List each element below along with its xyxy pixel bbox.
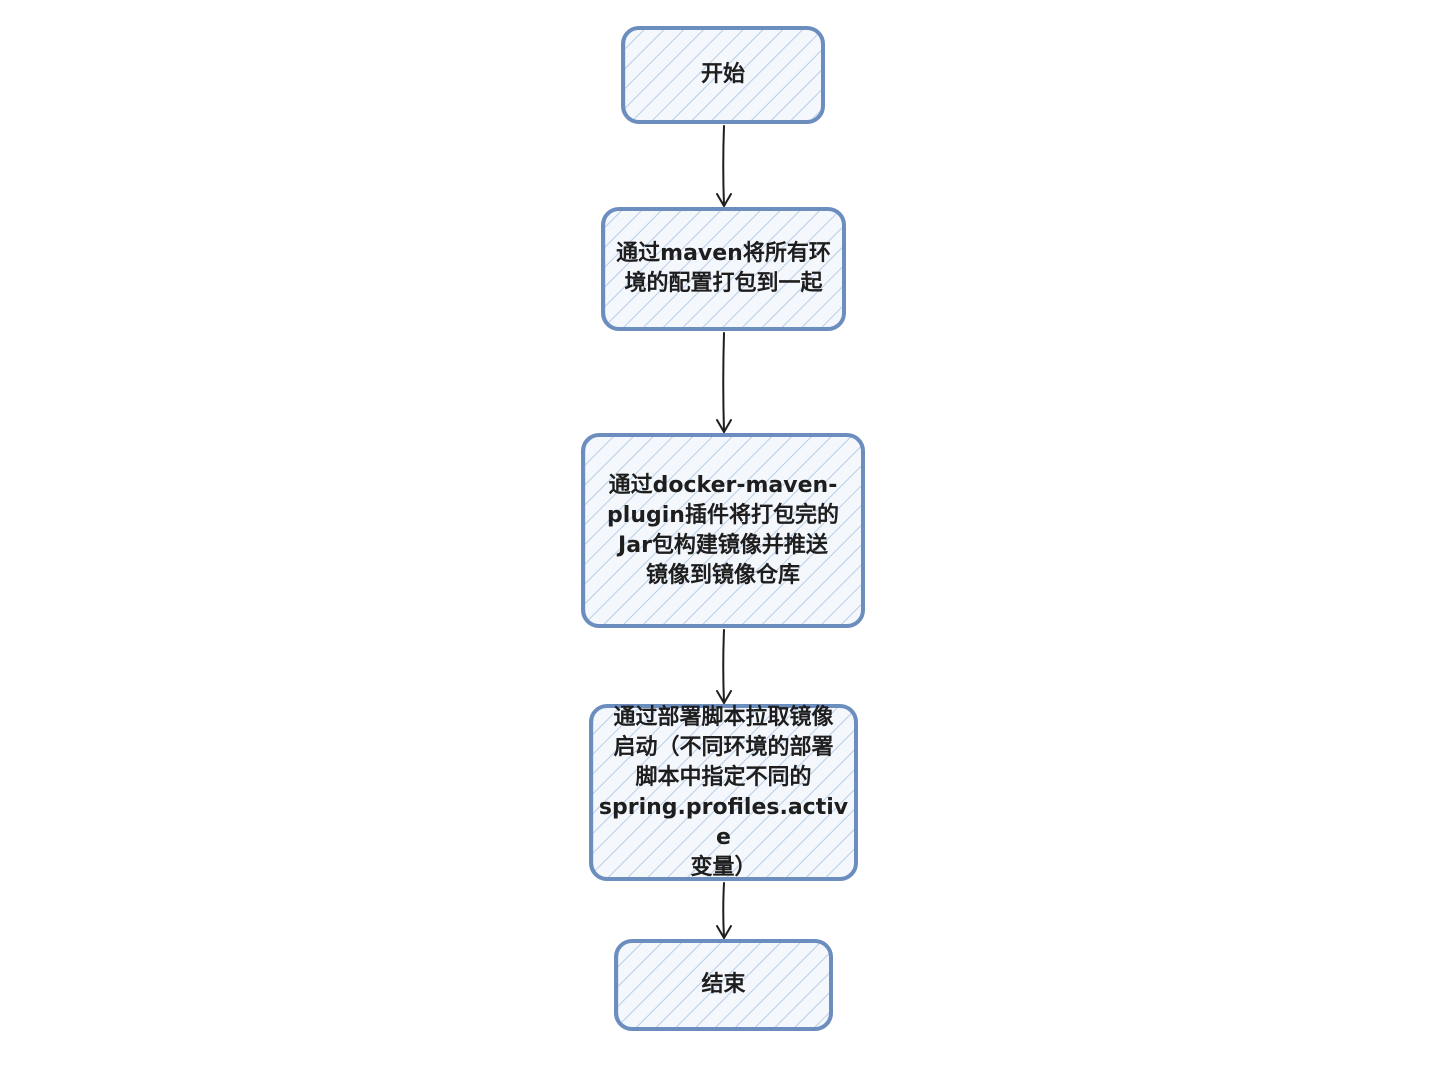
flow-arrow-deploy-to-end: [716, 882, 732, 939]
flow-node-package: [601, 207, 846, 331]
flow-node-text-line: 镜像到镜像仓库: [645, 562, 800, 588]
flow-node-text-line: 结束: [701, 972, 746, 997]
flow-node-outline: [603, 207, 845, 331]
flow-arrow-line: [722, 629, 725, 704]
flow-arrow-head: [716, 690, 732, 704]
flow-node-text-line: 开始: [700, 62, 745, 87]
flow-node-text-line: 脚本中指定不同的: [635, 764, 812, 790]
flow-node-label-deploy: 通过部署脚本拉取镜像启动（不同环境的部署脚本中指定不同的 spring.profi…: [591, 704, 856, 880]
flow-node-outline: [583, 433, 864, 628]
flow-arrow-head: [716, 419, 732, 433]
flow-node-label-package: 通过maven将所有环境的配置打包到一起: [603, 209, 844, 329]
flow-node-text-line: 启动（不同环境的部署: [613, 734, 834, 760]
flow-node-text-line: 通过docker-maven-: [608, 472, 838, 498]
flow-node-text-line: 境的配置打包到一起: [624, 271, 823, 296]
flow-arrow-head: [716, 925, 732, 939]
flow-arrow-package-to-build: [716, 332, 732, 433]
flow-arrow-start-to-package: [716, 125, 732, 207]
flow-node-outline: [591, 704, 857, 881]
flow-node-build: [581, 433, 865, 628]
flow-node-text-line: spring.profiles.active: [598, 794, 849, 850]
flow-arrow-line: [722, 125, 725, 207]
flow-node-text-line: 通过maven将所有环: [616, 241, 831, 266]
flow-node-label-start: 开始: [623, 28, 823, 122]
flow-node-outline: [616, 939, 832, 1031]
flow-node-label-end: 结束: [616, 941, 831, 1029]
flow-node-text-line: plugin插件将打包完的: [607, 502, 839, 528]
flow-node-text-line: 变量）: [690, 854, 757, 880]
flow-node-end: [614, 939, 833, 1031]
flow-arrow-line: [722, 882, 725, 939]
flow-node-text-line: 通过部署脚本拉取镜像: [613, 704, 834, 730]
flow-arrow-line: [722, 332, 725, 433]
flow-node-deploy: [589, 704, 858, 881]
flow-arrow-build-to-deploy: [716, 629, 732, 704]
flow-node-outline: [623, 26, 824, 124]
flow-node-label-build: 通过docker-maven-plugin插件将打包完的 Jar包构建镜像并推送镜…: [583, 435, 863, 626]
flow-node-text-line: Jar包构建镜像并推送: [618, 532, 828, 558]
flow-arrow-head: [716, 193, 732, 207]
flow-node-start: [621, 26, 825, 124]
